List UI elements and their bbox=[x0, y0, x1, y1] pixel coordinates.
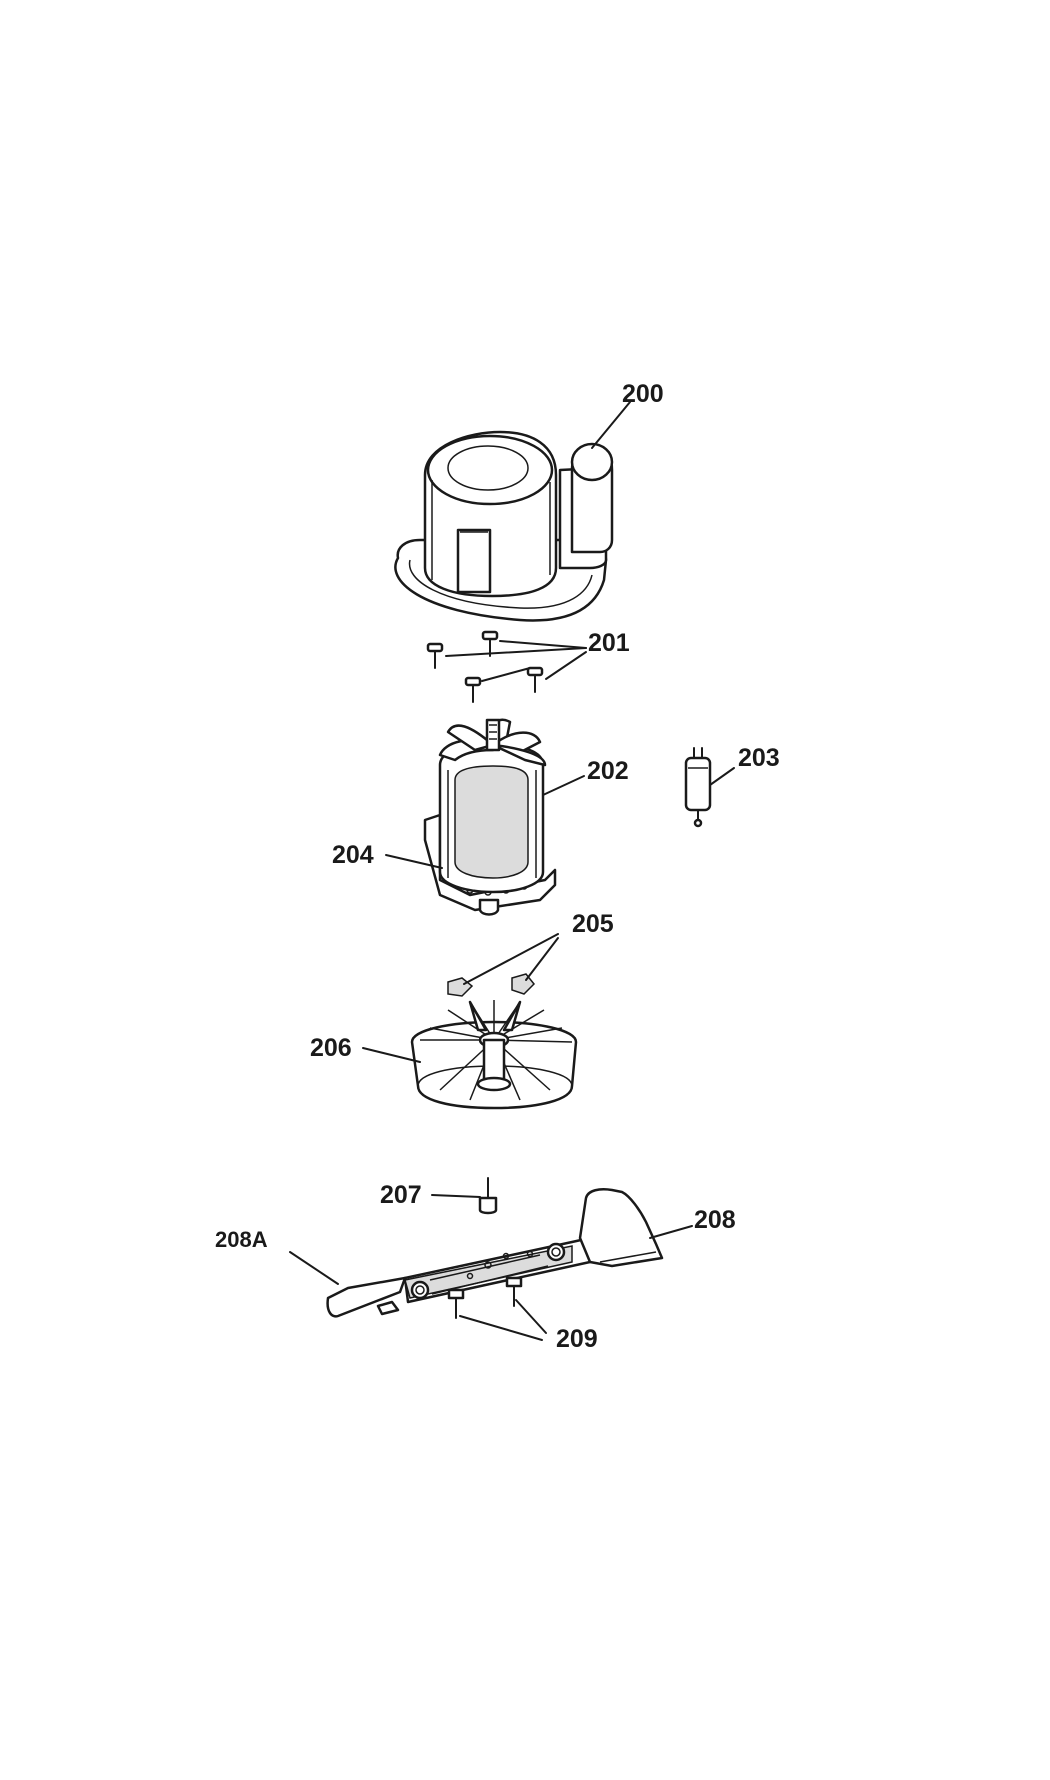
leader-208 bbox=[649, 1225, 693, 1239]
capacitor-drawing bbox=[684, 747, 712, 828]
leader-206 bbox=[362, 1047, 421, 1063]
leader-200 bbox=[591, 401, 631, 449]
label-208: 208 bbox=[694, 1206, 736, 1234]
label-206: 206 bbox=[310, 1034, 352, 1062]
leader-209 bbox=[459, 1299, 547, 1341]
blade-bolt-drawing bbox=[478, 1177, 498, 1215]
label-204: 204 bbox=[332, 841, 374, 869]
leader-203 bbox=[709, 767, 735, 786]
leader-205 bbox=[463, 933, 559, 985]
leader-204 bbox=[385, 854, 443, 869]
label-208A: 208A bbox=[215, 1227, 268, 1252]
motor-drawing bbox=[423, 718, 557, 916]
nuts-drawing bbox=[447, 973, 536, 997]
leader-208A bbox=[289, 1251, 339, 1285]
leader-207 bbox=[431, 1194, 481, 1198]
leader-202 bbox=[542, 775, 585, 796]
label-203: 203 bbox=[738, 744, 780, 772]
label-207: 207 bbox=[380, 1181, 422, 1209]
label-201: 201 bbox=[588, 629, 630, 657]
leader-201 bbox=[445, 640, 587, 682]
label-209: 209 bbox=[556, 1325, 598, 1353]
blade-screws-drawing bbox=[447, 1276, 523, 1319]
label-202: 202 bbox=[587, 757, 629, 785]
blade-drawing bbox=[326, 1188, 664, 1318]
label-205: 205 bbox=[572, 910, 614, 938]
fan-drawing bbox=[410, 1000, 578, 1110]
label-200: 200 bbox=[622, 380, 664, 408]
motor-cover-drawing bbox=[394, 430, 614, 622]
